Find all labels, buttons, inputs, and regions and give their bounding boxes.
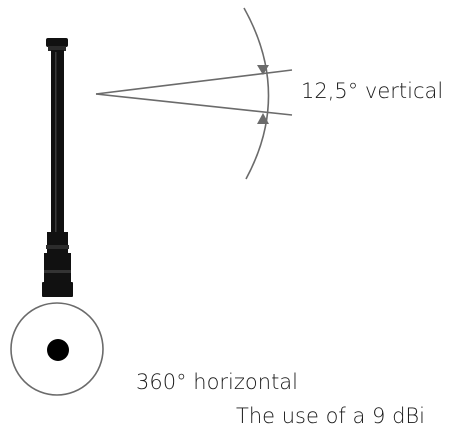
antenna-side-view	[42, 38, 73, 297]
antenna-top-view-dot	[47, 339, 69, 361]
horizontal-pattern-symbol	[10, 302, 104, 396]
antenna-connector-ring	[44, 270, 71, 273]
vertical-angle-arc	[243, 7, 270, 180]
antenna-lower-ring	[46, 245, 69, 249]
arrow-up-icon	[257, 113, 269, 124]
beam-upper-line	[95, 69, 293, 95]
vertical-beam-wedge	[95, 69, 293, 116]
antenna-connector	[44, 253, 71, 283]
horizontal-beam-label: 360° horizontal	[136, 370, 299, 394]
horizontal-pattern-circle	[10, 302, 104, 396]
arrow-down-icon	[257, 65, 269, 75]
angle-arrows	[257, 65, 269, 124]
beam-lower-line	[95, 93, 293, 116]
antenna-top-collar	[48, 46, 66, 51]
vertical-beam-label: 12,5° vertical	[301, 79, 444, 103]
angle-arc-path	[243, 7, 270, 180]
antenna-whip	[51, 50, 64, 234]
antenna-top-cap	[46, 38, 68, 47]
antenna-base	[42, 282, 73, 297]
footer-text: The use of a 9 dBi	[236, 404, 425, 428]
antenna-whip-highlight	[55, 52, 57, 232]
antenna-lower-body	[47, 232, 68, 254]
